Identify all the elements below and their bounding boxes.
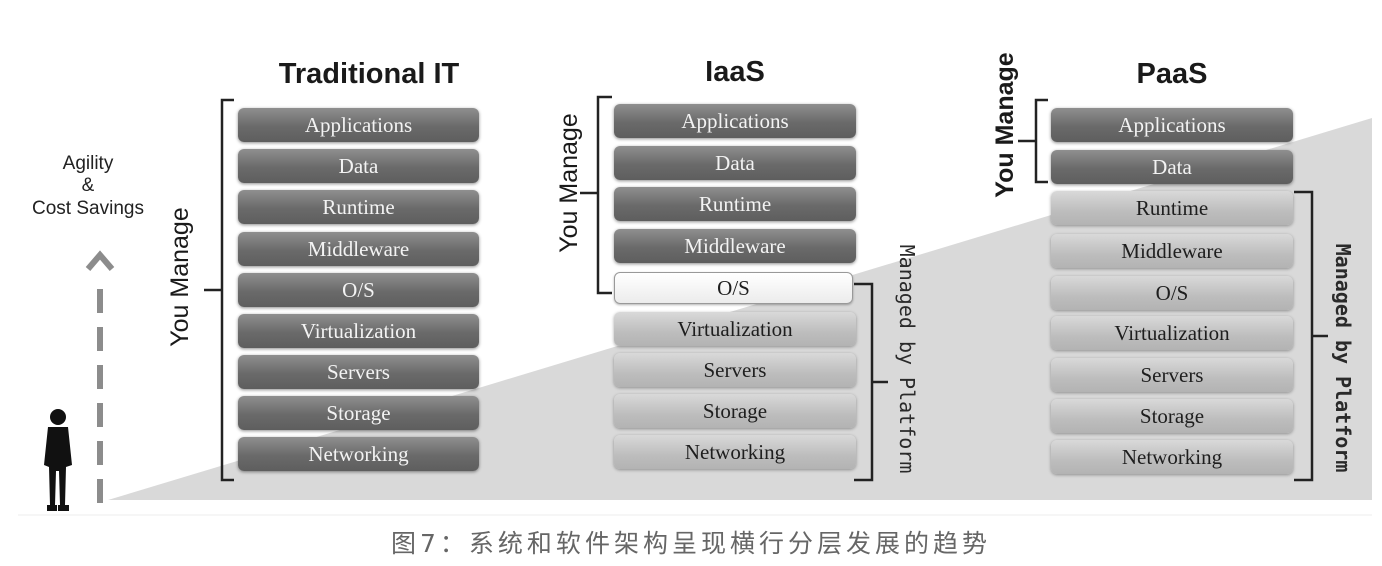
iaas-layer-storage: Storage (614, 394, 856, 428)
paas-layer-middleware: Middleware (1051, 234, 1293, 268)
agility-line1: Agility (62, 153, 114, 174)
iaas-layer-servers: Servers (614, 353, 856, 387)
paas-title: PaaS (1136, 58, 1208, 90)
traditional-it-bracket (204, 98, 234, 482)
traditional-it-layer-data: Data (238, 149, 479, 183)
paas-managed-by-platform-label: Managed by Platform (1331, 243, 1355, 473)
figure-caption: 图7：系统和软件架构呈现横行分层发展的趋势 (391, 529, 991, 558)
paas-layer-runtime: Runtime (1051, 191, 1293, 225)
paas-layer-os: O/S (1051, 276, 1293, 310)
paas-platform-bracket (1294, 190, 1328, 482)
paas-layer-networking: Networking (1051, 440, 1293, 474)
iaas-layer-runtime: Runtime (614, 187, 856, 221)
traditional-it-layer-networking: Networking (238, 437, 479, 471)
paas-layer-virtualization: Virtualization (1051, 316, 1293, 350)
iaas-layer-virtualization: Virtualization (614, 312, 856, 346)
paas-you-manage-label: You Manage (990, 52, 1019, 198)
traditional-it-layer-applications: Applications (238, 108, 479, 142)
traditional-it-layer-os: O/S (238, 273, 479, 307)
traditional-it-you-manage-label: You Manage (165, 207, 194, 347)
paas-layer-data: Data (1051, 150, 1293, 184)
iaas-layer-networking: Networking (614, 435, 856, 469)
iaas-title: IaaS (705, 56, 765, 88)
iaas-layer-middleware: Middleware (614, 229, 856, 263)
agility-line2: & (81, 175, 95, 196)
traditional-it-layer-middleware: Middleware (238, 232, 479, 266)
traditional-it-layer-runtime: Runtime (238, 190, 479, 224)
traditional-it-layer-storage: Storage (238, 396, 479, 430)
iaas-layer-os: O/S (614, 272, 853, 304)
iaas-layer-applications: Applications (614, 104, 856, 138)
iaas-you-manage-bracket (580, 95, 612, 295)
agility-line3: Cost Savings (32, 198, 144, 219)
paas-you-manage-bracket (1018, 98, 1048, 184)
traditional-it-layer-virtualization: Virtualization (238, 314, 479, 348)
dashed-up-arrow-icon (85, 250, 115, 503)
iaas-you-manage-label: You Manage (554, 113, 583, 253)
iaas-managed-by-platform-label: Managed by Platform (895, 244, 919, 474)
paas-layer-storage: Storage (1051, 399, 1293, 433)
paas-layer-applications: Applications (1051, 108, 1293, 142)
iaas-platform-bracket (854, 282, 888, 482)
traditional-it-layer-servers: Servers (238, 355, 479, 389)
traditional-it-title: Traditional IT (278, 58, 460, 90)
iaas-layer-data: Data (614, 146, 856, 180)
businessman-silhouette-icon (44, 409, 72, 511)
paas-layer-servers: Servers (1051, 358, 1293, 392)
agility-label: Agility & Cost Savings (10, 150, 166, 222)
